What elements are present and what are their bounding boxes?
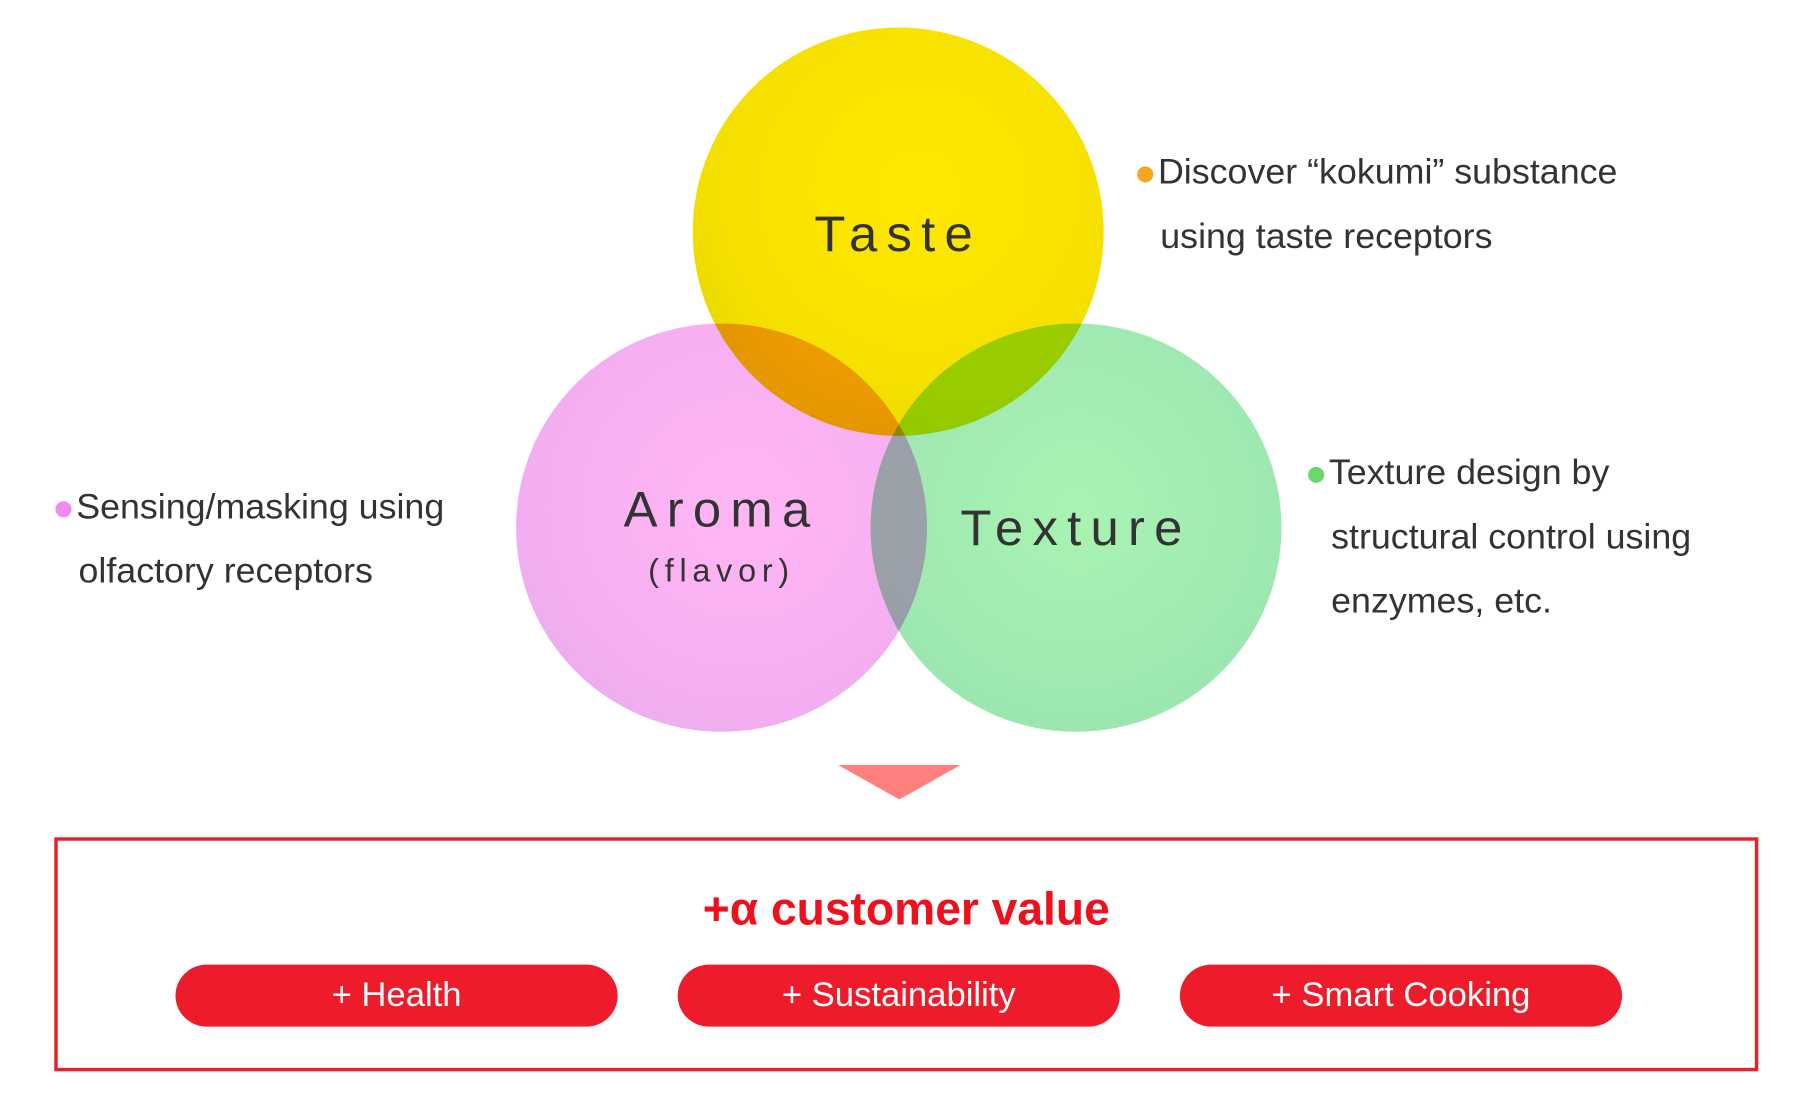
note-line: enzymes, etc.	[1331, 580, 1552, 621]
taste-note: Discover “kokumi” substance using taste …	[1137, 140, 1617, 268]
texture-circle	[870, 323, 1282, 732]
aroma-note: Sensing/masking using olfactory receptor…	[55, 475, 444, 603]
smart-cooking-pill: + Smart Cooking	[1179, 964, 1623, 1027]
aroma-label: Aroma	[623, 481, 820, 538]
down-arrow-icon	[838, 765, 961, 800]
bullet-icon	[1137, 166, 1154, 183]
note-line: Texture design by	[1328, 451, 1610, 493]
note-line: Sensing/masking using	[76, 486, 445, 527]
note-line: structural control using	[1331, 516, 1692, 557]
note-line: Discover “kokumi” substance	[1157, 151, 1618, 192]
note-line: using taste receptors	[1160, 215, 1493, 256]
taste-label: Taste	[814, 206, 982, 263]
health-pill: + Health	[175, 964, 618, 1027]
sustainability-pill: + Sustainability	[677, 964, 1120, 1027]
bullet-icon	[1308, 466, 1325, 483]
note-line: olfactory receptors	[78, 550, 373, 591]
bullet-icon	[55, 501, 72, 518]
texture-note: Texture design by structural control usi…	[1308, 440, 1691, 633]
aroma-sublabel: (flavor)	[648, 552, 795, 589]
customer-value-box: +α customer value + Health + Sustainabil…	[54, 837, 1759, 1072]
texture-label: Texture	[960, 500, 1192, 557]
customer-value-title: +α customer value	[702, 884, 1110, 935]
